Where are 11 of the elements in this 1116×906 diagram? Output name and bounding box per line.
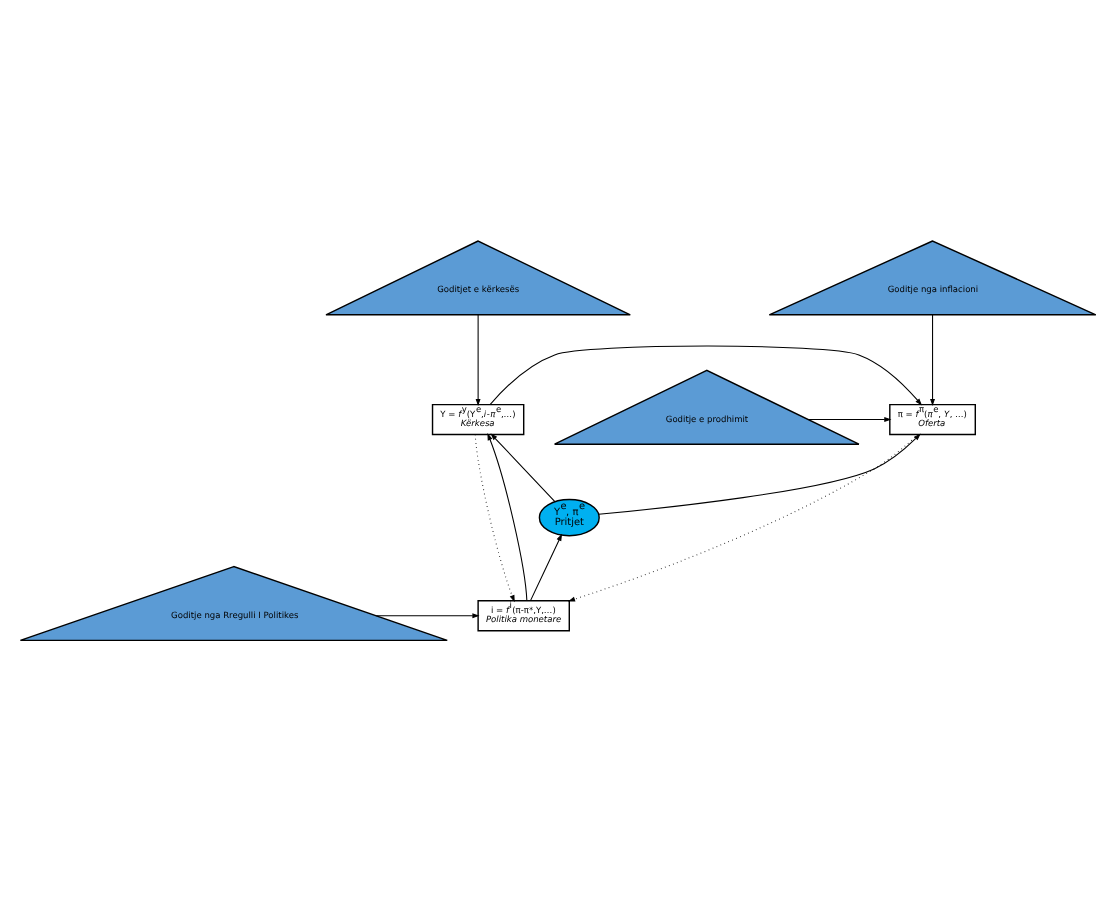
arrow bbox=[490, 433, 556, 503]
arrow bbox=[567, 434, 919, 602]
arrow bbox=[475, 314, 481, 407]
arrow bbox=[487, 433, 528, 602]
arrow bbox=[930, 314, 936, 407]
arrow bbox=[598, 433, 921, 515]
arrow bbox=[489, 345, 922, 406]
arrow bbox=[529, 533, 563, 602]
arrow bbox=[474, 434, 515, 603]
arrow bbox=[375, 613, 480, 619]
arrow bbox=[807, 417, 892, 423]
